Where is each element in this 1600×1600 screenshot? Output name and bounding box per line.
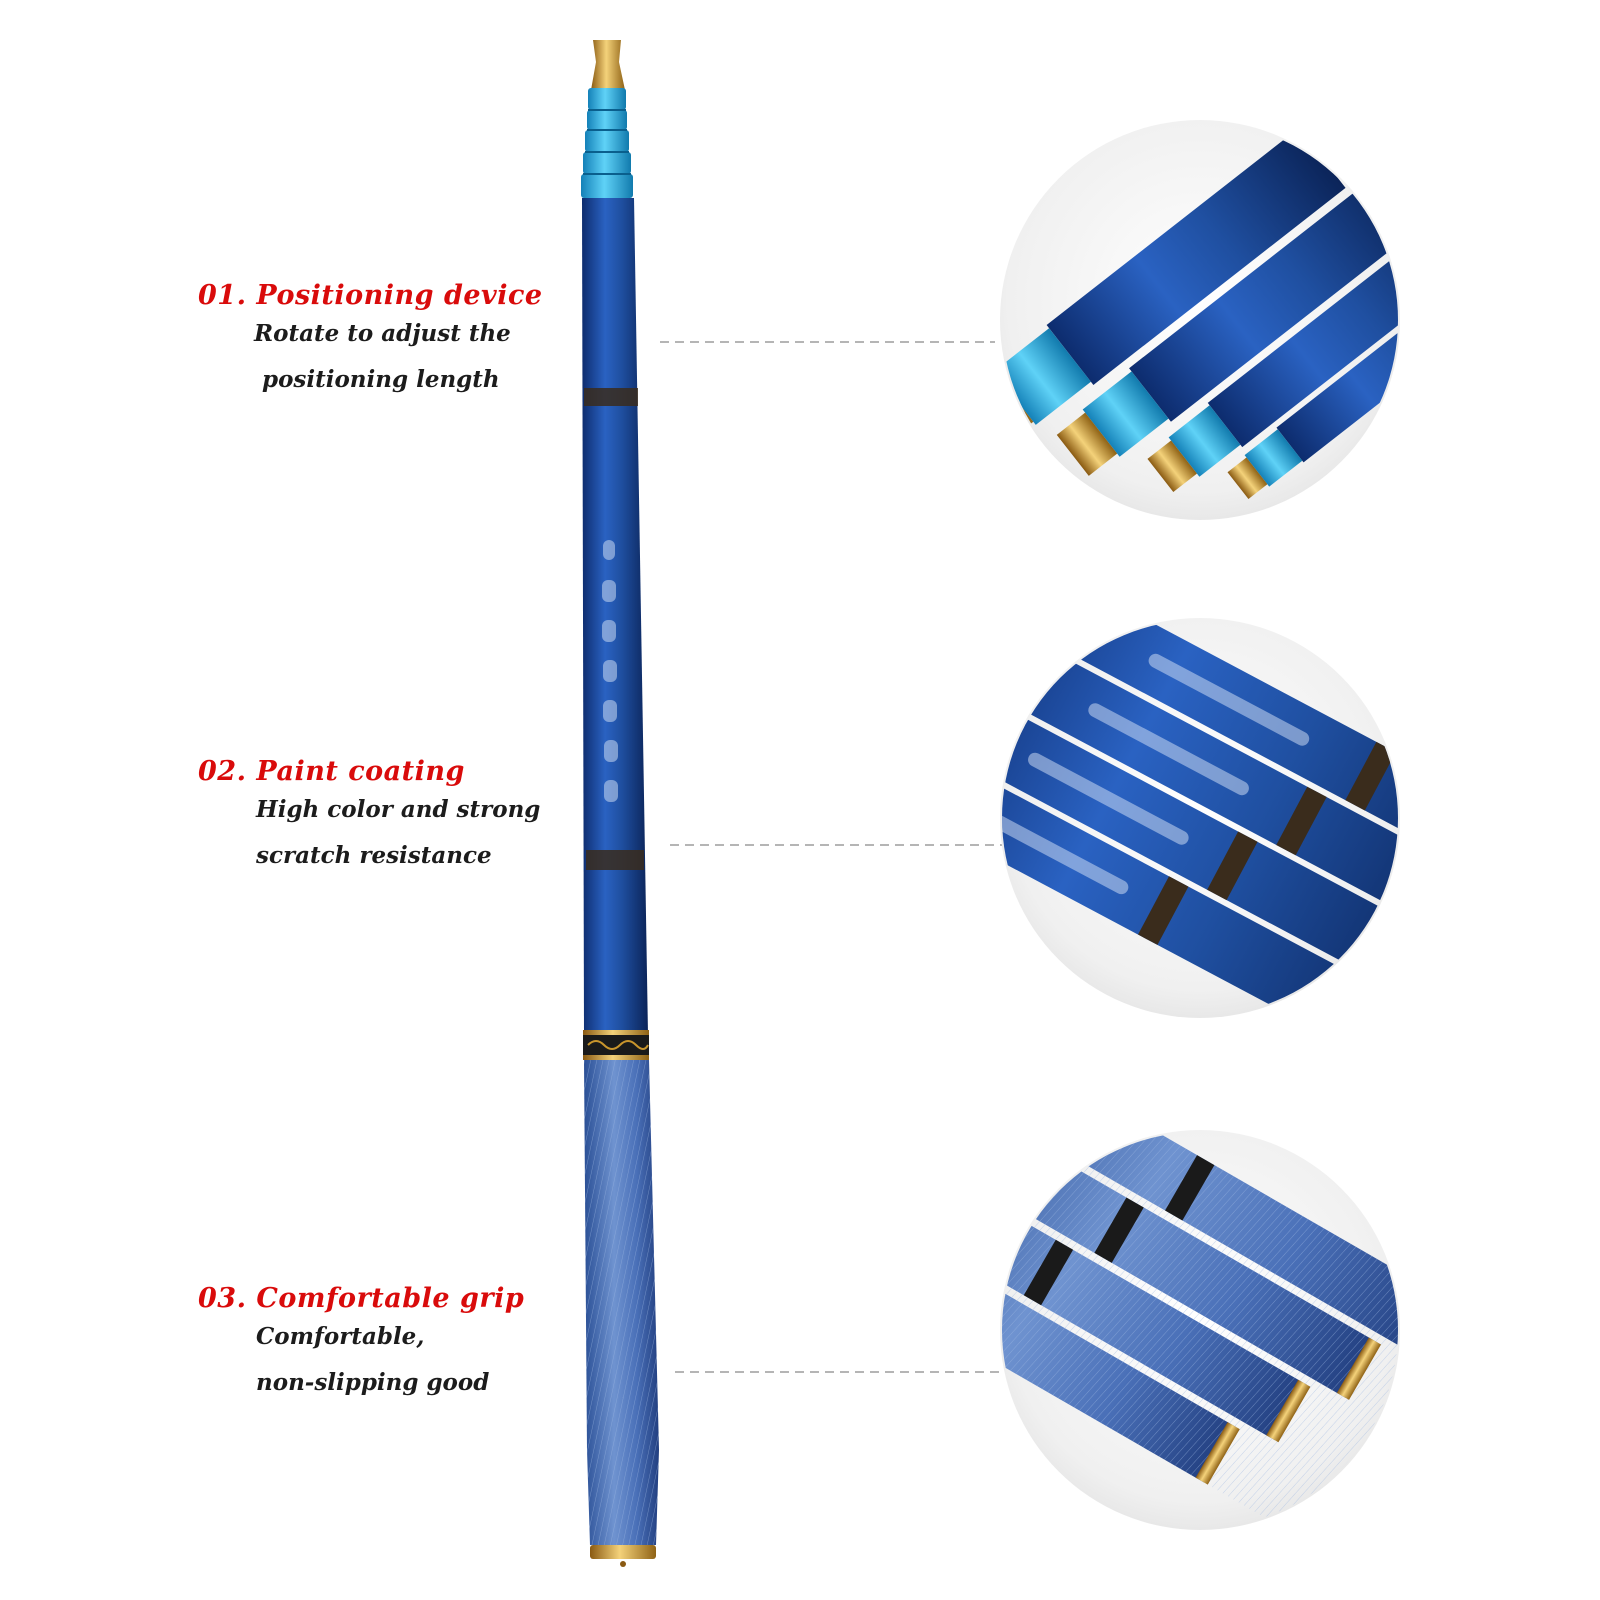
feature-description-line: Rotate to adjust the <box>254 320 511 347</box>
feature-heading: 02. Paint coating <box>198 756 465 787</box>
rod-tip-cap <box>591 40 625 90</box>
rod-blank <box>582 198 648 1035</box>
blurred-rod-lettering <box>602 540 618 802</box>
feature-heading: 03. Comfortable grip <box>198 1283 525 1314</box>
fishing-rod <box>581 40 659 1567</box>
feature-comfortable-grip: 03. Comfortable grip Comfortable, non-sl… <box>198 1283 524 1406</box>
feature-description-line: scratch resistance <box>256 842 492 869</box>
rod-band <box>586 850 644 870</box>
positioning-device-closeup <box>1000 120 1400 520</box>
feature-paint-coating: 02. Paint coating High color and strong … <box>198 756 540 879</box>
paint-coating-closeup <box>1000 618 1400 1018</box>
feature-description-line: positioning length <box>262 366 500 393</box>
feature-description-line: High color and strong <box>256 796 541 823</box>
feature-heading: 01. Positioning device <box>198 280 543 311</box>
feature-description-line: Comfortable, <box>256 1323 425 1350</box>
grip-closeup <box>1000 1130 1400 1530</box>
feature-description-line: non-slipping good <box>256 1369 490 1396</box>
rod-band <box>584 388 638 406</box>
positioning-rings <box>581 88 633 198</box>
feature-positioning-device: 01. Positioning device Rotate to adjust … <box>198 280 543 403</box>
rod-butt-cap <box>590 1545 656 1559</box>
